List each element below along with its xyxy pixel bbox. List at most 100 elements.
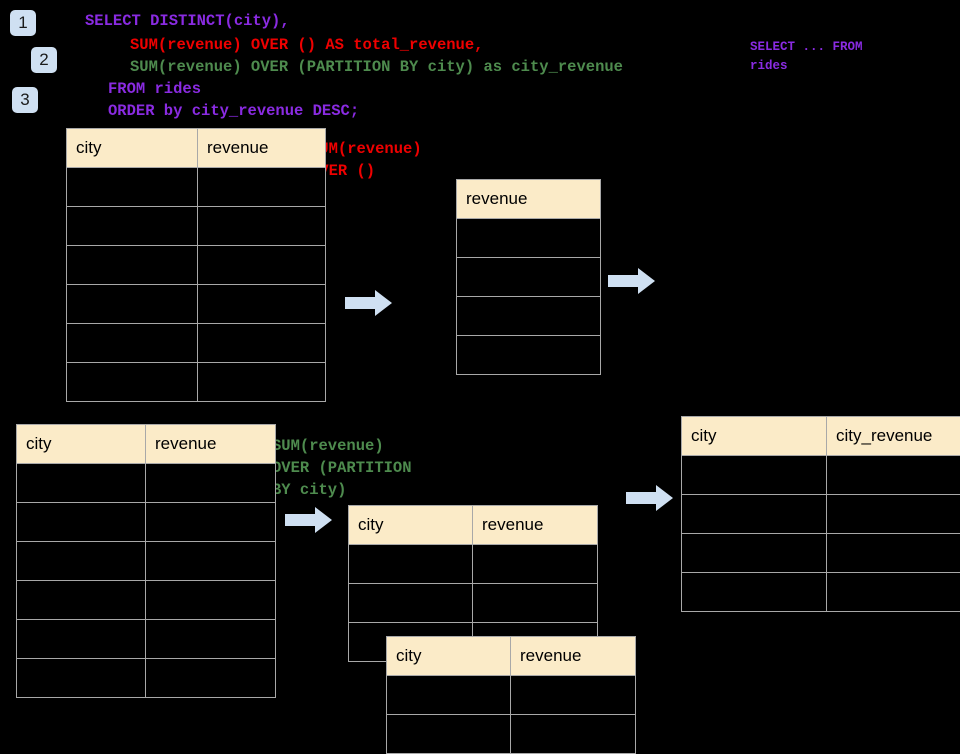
- annotation-city-revenue-line-1: SUM(revenue): [272, 436, 384, 458]
- table-header-row: city city_revenue: [682, 417, 960, 456]
- table-cell: [198, 207, 326, 246]
- table-header-row: revenue: [457, 180, 601, 219]
- table-cell: [457, 258, 601, 297]
- table-cell: [682, 456, 827, 495]
- table-cell: [349, 545, 473, 584]
- table-row: [67, 207, 326, 246]
- table-row: [17, 503, 276, 542]
- table-cell: [827, 456, 960, 495]
- table-cell: [17, 581, 146, 620]
- column-header-city: city: [17, 425, 146, 464]
- table-cell: [473, 545, 598, 584]
- table-cell: [146, 659, 276, 698]
- column-header-city: city: [349, 506, 473, 545]
- total-revenue-table: revenue: [456, 179, 601, 375]
- table-cell: [387, 715, 511, 754]
- side-note-line-1: SELECT ... FROM: [750, 38, 863, 57]
- arrow-source-to-partition: [285, 505, 333, 535]
- table-row: [67, 324, 326, 363]
- table-row: [17, 581, 276, 620]
- table-row: [67, 246, 326, 285]
- table-cell: [198, 168, 326, 207]
- column-header-revenue: revenue: [511, 637, 636, 676]
- annotation-city-revenue-line-3: BY city): [272, 480, 346, 502]
- table-row: [457, 297, 601, 336]
- table-row: [17, 464, 276, 503]
- table-cell: [67, 168, 198, 207]
- rides-source-table: city revenue: [66, 128, 326, 402]
- table-cell: [198, 246, 326, 285]
- table-row: [17, 542, 276, 581]
- table-row: [457, 219, 601, 258]
- table-row: [349, 584, 598, 623]
- annotation-city-revenue-line-2: OVER (PARTITION: [272, 458, 412, 480]
- table-cell: [827, 573, 960, 612]
- diagram-canvas: 1 2 3 SELECT DISTINCT(city), SUM(revenue…: [0, 0, 960, 720]
- column-header-revenue: revenue: [146, 425, 276, 464]
- column-header-city-revenue: city_revenue: [827, 417, 960, 456]
- arrow-source-to-total: [345, 288, 393, 318]
- table-row: [682, 534, 960, 573]
- table-cell: [67, 285, 198, 324]
- table-cell: [511, 715, 636, 754]
- table-cell: [67, 324, 198, 363]
- final-result-table: city city_revenue: [681, 416, 960, 612]
- table-row: [387, 676, 636, 715]
- table-cell: [457, 336, 601, 375]
- table-cell: [827, 495, 960, 534]
- table-cell: [146, 581, 276, 620]
- arrow-partition-to-result: [626, 483, 674, 513]
- table-cell: [457, 219, 601, 258]
- table-cell: [198, 363, 326, 402]
- column-header-city: city: [67, 129, 198, 168]
- table-cell: [198, 285, 326, 324]
- step-badge-1[interactable]: 1: [10, 10, 36, 36]
- column-header-revenue: revenue: [457, 180, 601, 219]
- column-header-revenue: revenue: [473, 506, 598, 545]
- rides-source-table-partitioned: city revenue: [16, 424, 276, 698]
- column-header-city: city: [682, 417, 827, 456]
- step-badge-3[interactable]: 3: [12, 87, 38, 113]
- table-row: [349, 545, 598, 584]
- table-cell: [146, 464, 276, 503]
- table-cell: [387, 676, 511, 715]
- table-row: [387, 715, 636, 754]
- column-header-city: city: [387, 637, 511, 676]
- table-cell: [67, 363, 198, 402]
- table-header-row: city revenue: [387, 637, 636, 676]
- table-header-row: city revenue: [17, 425, 276, 464]
- table-row: [17, 620, 276, 659]
- table-cell: [17, 620, 146, 659]
- table-cell: [17, 659, 146, 698]
- table-cell: [827, 534, 960, 573]
- table-row: [67, 168, 326, 207]
- table-row: [682, 456, 960, 495]
- table-cell: [682, 495, 827, 534]
- table-cell: [682, 573, 827, 612]
- column-header-revenue: revenue: [198, 129, 326, 168]
- table-cell: [17, 503, 146, 542]
- table-header-row: city revenue: [349, 506, 598, 545]
- table-row: [457, 258, 601, 297]
- table-cell: [473, 584, 598, 623]
- annotation-total-revenue-line-1: SUM(revenue): [310, 139, 422, 161]
- step-badge-2[interactable]: 2: [31, 47, 57, 73]
- table-cell: [457, 297, 601, 336]
- sql-line-order-by: ORDER by city_revenue DESC;: [108, 101, 359, 123]
- arrow-total-to-result: [608, 266, 656, 296]
- table-row: [682, 573, 960, 612]
- table-cell: [17, 542, 146, 581]
- table-cell: [682, 534, 827, 573]
- table-row: [67, 363, 326, 402]
- table-cell: [146, 620, 276, 659]
- table-cell: [17, 464, 146, 503]
- table-row: [17, 659, 276, 698]
- table-cell: [198, 324, 326, 363]
- side-note-line-2: rides: [750, 57, 788, 76]
- table-cell: [67, 246, 198, 285]
- table-cell: [511, 676, 636, 715]
- sql-line-from: FROM rides: [108, 79, 201, 101]
- table-cell: [146, 503, 276, 542]
- table-cell: [67, 207, 198, 246]
- partition-group-table-front: city revenue: [386, 636, 636, 754]
